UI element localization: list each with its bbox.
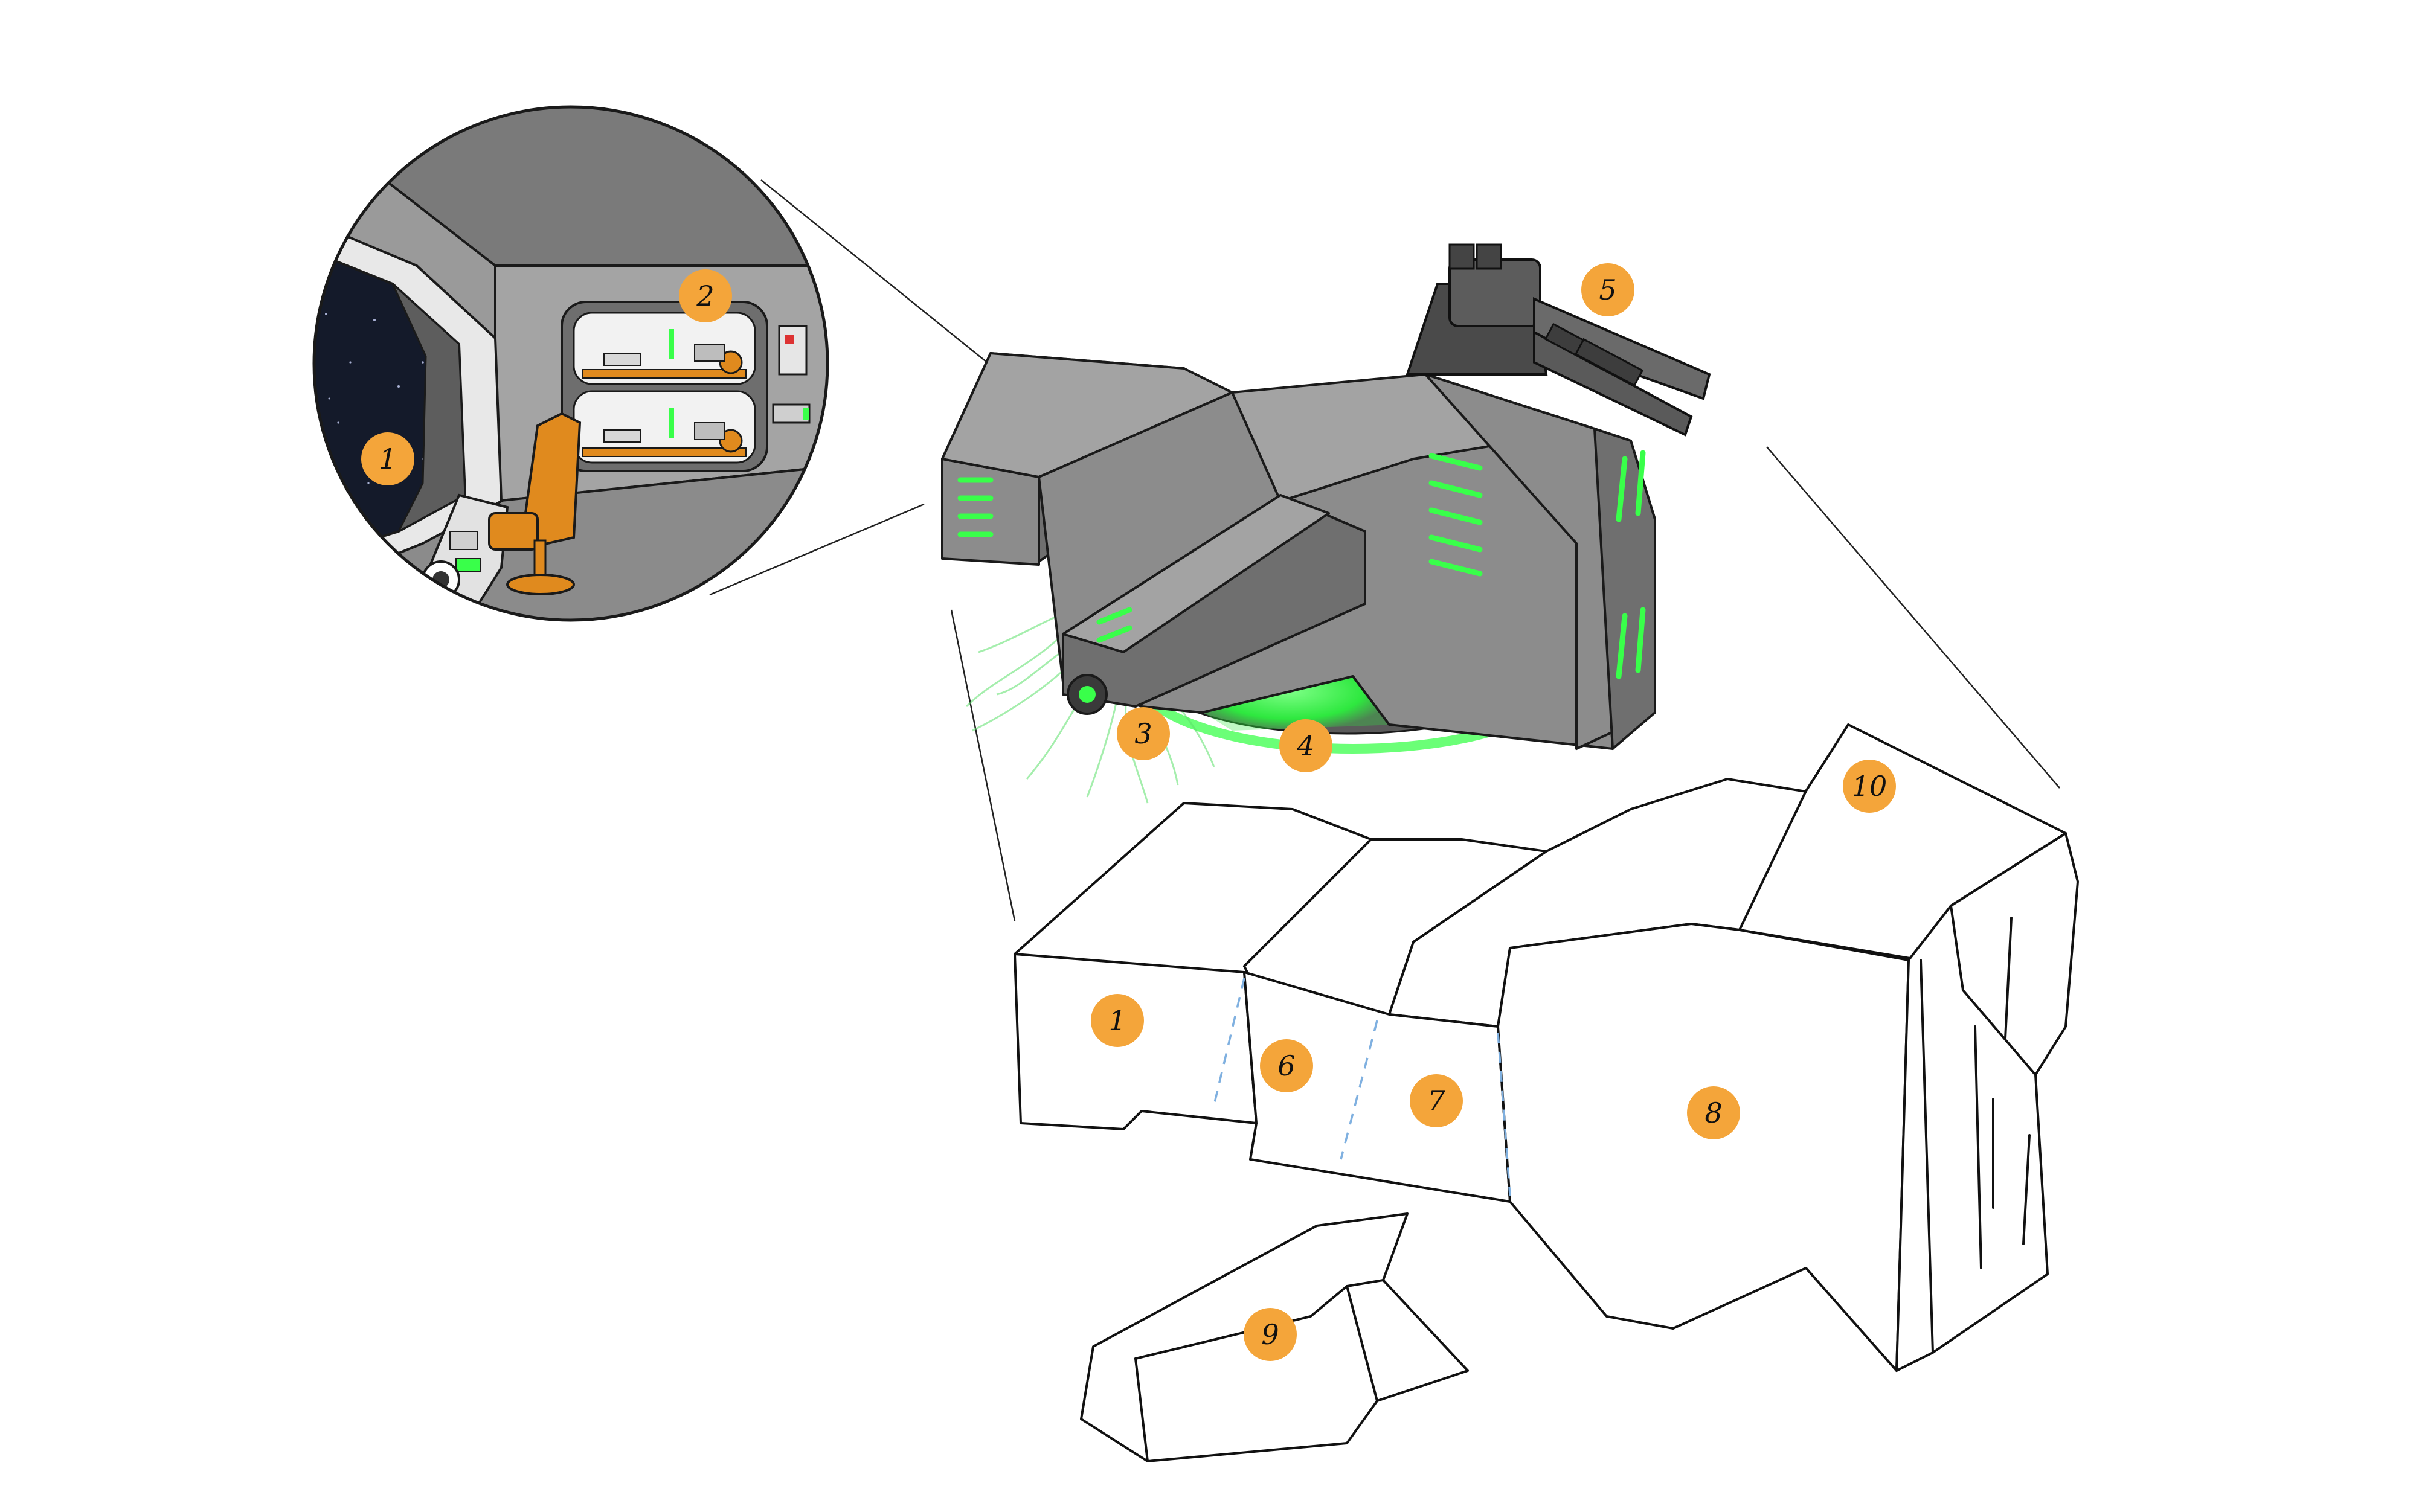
outline-diagram: [1014, 723, 2079, 1462]
glow-strips: [957, 450, 1646, 679]
ship-badge-4: 4: [1279, 719, 1332, 772]
outline-badge-10: 10: [1843, 760, 1896, 813]
ship-badge-5: 5: [1581, 263, 1634, 316]
inset-badge-1: 1: [361, 432, 414, 485]
svg-text:6: 6: [1277, 1049, 1295, 1082]
svg-text:9: 9: [1261, 1318, 1279, 1351]
outline-badge-9: 9: [1244, 1308, 1297, 1361]
inset-badge-2: 2: [679, 269, 732, 322]
pilot-seat: [488, 412, 582, 595]
outline-badge-6: 6: [1260, 1039, 1313, 1092]
svg-text:3: 3: [1134, 717, 1152, 750]
outline-badge-1: 1: [1091, 994, 1144, 1047]
svg-text:5: 5: [1599, 274, 1616, 306]
svg-text:2: 2: [696, 280, 714, 312]
bunk-bay: [561, 301, 811, 472]
callout-lines: [709, 179, 2060, 921]
ship-badge-3: 3: [1117, 707, 1170, 760]
outline-badge-8: 8: [1687, 1086, 1740, 1139]
cockpit-inset: [312, 105, 829, 622]
turret: [1406, 243, 1711, 437]
svg-text:8: 8: [1704, 1097, 1722, 1129]
spaceship-render: [941, 243, 1711, 804]
svg-text:7: 7: [1427, 1084, 1445, 1117]
svg-text:1: 1: [379, 443, 396, 475]
svg-text:1: 1: [1108, 1004, 1126, 1037]
svg-text:10: 10: [1852, 770, 1888, 802]
outline-badge-7: 7: [1410, 1074, 1463, 1127]
svg-text:4: 4: [1296, 729, 1314, 762]
